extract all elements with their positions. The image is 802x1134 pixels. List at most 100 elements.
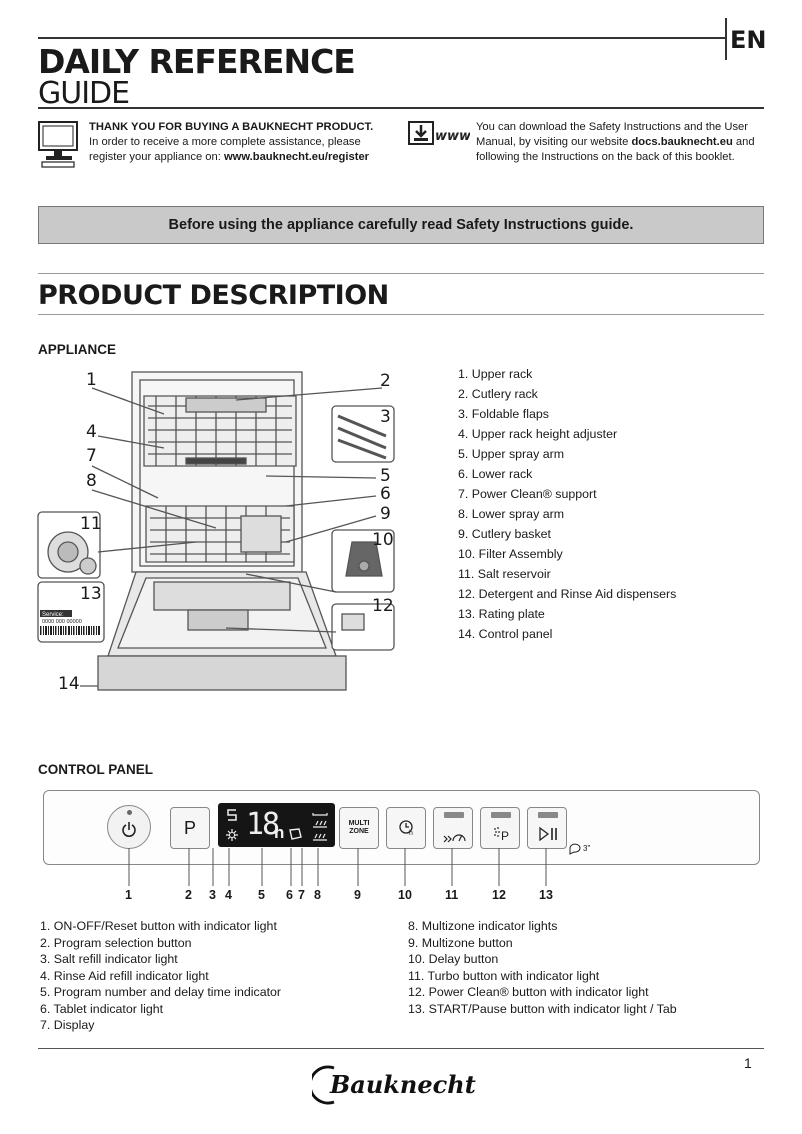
list-item: 13. START/Pause button with indicator li… — [408, 1001, 677, 1016]
callout-4: 4 — [86, 422, 97, 442]
list-item: 2. Cutlery rack — [458, 387, 538, 401]
list-item: 12. Detergent and Rinse Aid dispensers — [458, 587, 677, 601]
panel-number-6: 6 — [286, 888, 293, 902]
multizone-indicator-lights — [312, 813, 328, 841]
rating-plate-label: Service: — [42, 612, 64, 618]
brand-name: Bauknecht — [329, 1070, 476, 1099]
svg-text:h: h — [409, 830, 413, 837]
list-item: 4. Rinse Aid refill indicator light — [40, 968, 209, 983]
rating-plate-code: 0000 000 00000 — [42, 619, 82, 625]
control-list-left: 1. ON-OFF/Reset button with indicator li… — [40, 918, 281, 1034]
list-item: 5. Upper spray arm — [458, 447, 565, 461]
panel-number-13: 13 — [539, 888, 553, 902]
delay-hours-indicator: h — [274, 823, 285, 842]
list-item: 11. Salt reservoir — [458, 567, 551, 581]
list-item: 10. Filter Assembly — [458, 547, 563, 561]
list-item: 3. Salt refill indicator light — [40, 952, 178, 966]
multizone-label: ZONE — [349, 828, 369, 835]
svg-text:P: P — [501, 829, 509, 843]
safety-banner: Before using the appliance carefully rea… — [38, 206, 764, 244]
dishwasher-diagram: Service: 0000 000 00000 — [37, 371, 395, 691]
list-item: 6. Tablet indicator light — [40, 1001, 164, 1016]
download-body-end: and following the Instructions on the ba… — [476, 136, 755, 163]
tab-icon — [569, 843, 581, 855]
control-panel-leaders — [128, 848, 547, 886]
power-button[interactable] — [107, 805, 151, 849]
list-item: 2. Program selection button — [40, 935, 192, 950]
panel-number-10: 10 — [398, 888, 412, 902]
list-item: 7. Display — [40, 1018, 95, 1032]
turbo-icon — [443, 834, 466, 843]
panel-number-4: 4 — [225, 888, 232, 902]
callout-5: 5 — [380, 466, 391, 486]
page-subtitle: GUIDE — [38, 76, 130, 111]
list-item: 9. Multizone button — [408, 935, 513, 950]
list-item: 12. Power Clean® button with indicator l… — [408, 985, 649, 999]
program-number-display: 18 — [246, 807, 280, 842]
panel-number-5: 5 — [258, 888, 265, 902]
start-pause-button[interactable] — [527, 807, 567, 849]
power-indicator-light — [127, 810, 132, 815]
program-button[interactable]: P — [170, 807, 210, 849]
control-panel: P 18 h MULTI ZONE h — [43, 790, 760, 865]
callout-10: 10 — [372, 530, 394, 550]
list-item: 6. Lower rack — [458, 467, 533, 481]
display: 18 h — [218, 803, 335, 847]
appliance-heading: APPLIANCE — [38, 342, 117, 357]
list-item: 5. Program number and delay time indicat… — [40, 985, 282, 999]
panel-number-7: 7 — [298, 888, 305, 902]
multizone-label: MULTI — [348, 820, 370, 827]
download-text: You can download the Safety Instructions… — [476, 120, 766, 165]
product-description-heading: PRODUCT DESCRIPTION — [38, 280, 389, 311]
tab-duration: 3" — [583, 844, 591, 853]
callout-3: 3 — [380, 407, 391, 427]
language-code: EN — [730, 26, 767, 54]
list-item: 8. Multizone indicator lights — [408, 919, 558, 933]
callout-2: 2 — [380, 371, 391, 391]
turbo-button[interactable] — [433, 807, 473, 849]
list-item: 4. Upper rack height adjuster — [458, 427, 618, 441]
callout-8: 8 — [86, 471, 97, 491]
thanks-body: In order to receive a more complete assi… — [89, 136, 361, 163]
power-clean-icon: P — [494, 827, 509, 843]
thanks-heading: THANK YOU FOR BUYING A BAUKNECHT PRODUCT… — [89, 121, 374, 133]
panel-number-9: 9 — [354, 888, 361, 902]
register-link[interactable]: www.bauknecht.eu/register — [223, 151, 370, 163]
control-list-right: 8. Multizone indicator lights 9. Multizo… — [408, 918, 677, 1017]
delay-clock-icon: h — [399, 820, 413, 837]
power-clean-button[interactable]: P — [480, 807, 520, 849]
panel-number-8: 8 — [314, 888, 321, 902]
bauknecht-logo: Bauknecht — [312, 1065, 476, 1105]
callout-6: 6 — [380, 484, 391, 504]
tablet-indicator-icon — [289, 828, 302, 840]
list-item: 8. Lower spray arm — [458, 507, 565, 521]
power-clean-indicator-light — [491, 812, 511, 818]
panel-number-3: 3 — [209, 888, 216, 902]
panel-number-12: 12 — [492, 888, 506, 902]
turbo-indicator-light — [444, 812, 464, 818]
www-icon-text: www — [435, 129, 470, 144]
list-item: 1. ON-OFF/Reset button with indicator li… — [40, 919, 277, 933]
list-item: 1. Upper rack — [458, 367, 533, 381]
callout-9: 9 — [380, 504, 391, 524]
delay-button[interactable]: h — [386, 807, 426, 849]
rinse-aid-indicator-icon — [226, 829, 238, 841]
multizone-button[interactable]: MULTI ZONE — [339, 807, 379, 849]
list-item: 3. Foldable flaps — [458, 407, 549, 421]
callout-1: 1 — [86, 370, 97, 390]
salt-indicator-icon — [227, 809, 237, 821]
list-item: 9. Cutlery basket — [458, 527, 551, 541]
callout-14: 14 — [58, 674, 80, 694]
callout-12: 12 — [372, 596, 394, 616]
page-title: DAILY REFERENCE — [38, 42, 356, 81]
list-item: 14. Control panel — [458, 627, 553, 641]
callout-13: 13 — [80, 584, 102, 604]
page-number: 1 — [744, 1055, 752, 1071]
list-item: 7. Power Clean® support — [458, 487, 597, 501]
docs-link[interactable]: docs.bauknecht.eu — [631, 136, 733, 148]
monitor-icon — [38, 121, 78, 168]
play-pause-icon — [539, 826, 557, 842]
download-body: You can download the Safety Instructions… — [476, 121, 748, 148]
list-item: 13. Rating plate — [458, 607, 545, 621]
callout-7: 7 — [86, 446, 97, 466]
